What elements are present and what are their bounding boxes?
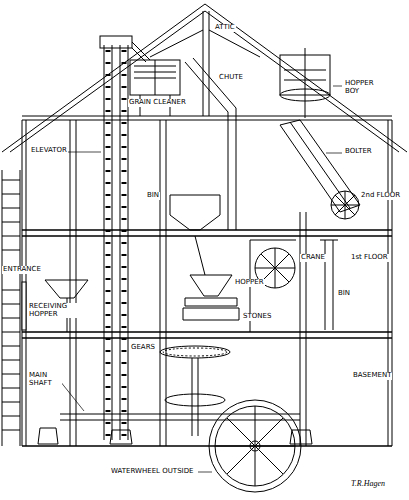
part-label: HOPPER BOY	[344, 80, 378, 95]
hopper-boy-rake	[280, 89, 330, 101]
hopper	[190, 275, 232, 296]
floor-label: ATTIC	[214, 24, 236, 32]
part-label: BIN	[146, 192, 160, 200]
floor-label: 2nd FLOOR	[360, 192, 401, 200]
wall	[22, 120, 392, 446]
floor-label: BASEMENT	[352, 372, 392, 380]
part-label: GEARS	[130, 344, 156, 352]
bolter-spokes	[331, 191, 359, 219]
post	[70, 120, 306, 446]
bolter	[280, 120, 360, 212]
grain-cleaner-detail	[134, 60, 176, 116]
part-label: GRAIN CLEANER	[128, 99, 187, 107]
part-label: BOLTER	[344, 148, 373, 156]
waterwheel-spokes	[215, 406, 295, 486]
part-label: HOPPER	[234, 279, 265, 287]
elevator-spout	[132, 42, 150, 62]
part-label: BIN	[337, 290, 351, 298]
gear	[160, 346, 230, 358]
bin	[170, 195, 220, 275]
entrance-door	[22, 282, 26, 330]
part-label: WATERWHEEL OUTSIDE	[110, 468, 194, 476]
waterwheel-rim	[215, 406, 295, 486]
stairs	[2, 170, 20, 446]
part-label: ENTRANCE	[2, 266, 42, 274]
part-label: RECEIVING HOPPER	[28, 303, 80, 318]
gear-teeth	[163, 348, 227, 356]
floor-label: 1st FLOOR	[350, 254, 389, 262]
part-label: ELEVATOR	[30, 147, 68, 155]
signature: T.R.Hagen	[350, 480, 386, 489]
bolter-wheel	[331, 191, 359, 219]
pit-wheel	[165, 394, 225, 406]
part-label: CHUTE	[218, 74, 244, 82]
waterwheel	[209, 400, 301, 492]
part-label: CRANE	[300, 254, 326, 262]
part-label: MAIN SHAFT	[28, 372, 62, 387]
elevator-head	[100, 36, 132, 48]
leader-line	[60, 86, 342, 472]
chute	[185, 58, 236, 230]
hopper-boy	[284, 48, 326, 118]
roof	[2, 4, 407, 152]
elevator-buckets	[108, 50, 124, 438]
main-shaft	[60, 358, 300, 436]
elevator-leg	[104, 45, 128, 440]
floor	[22, 230, 392, 446]
part-label: STONES	[242, 313, 272, 321]
stones	[183, 298, 239, 320]
mill-lines	[2, 4, 407, 492]
